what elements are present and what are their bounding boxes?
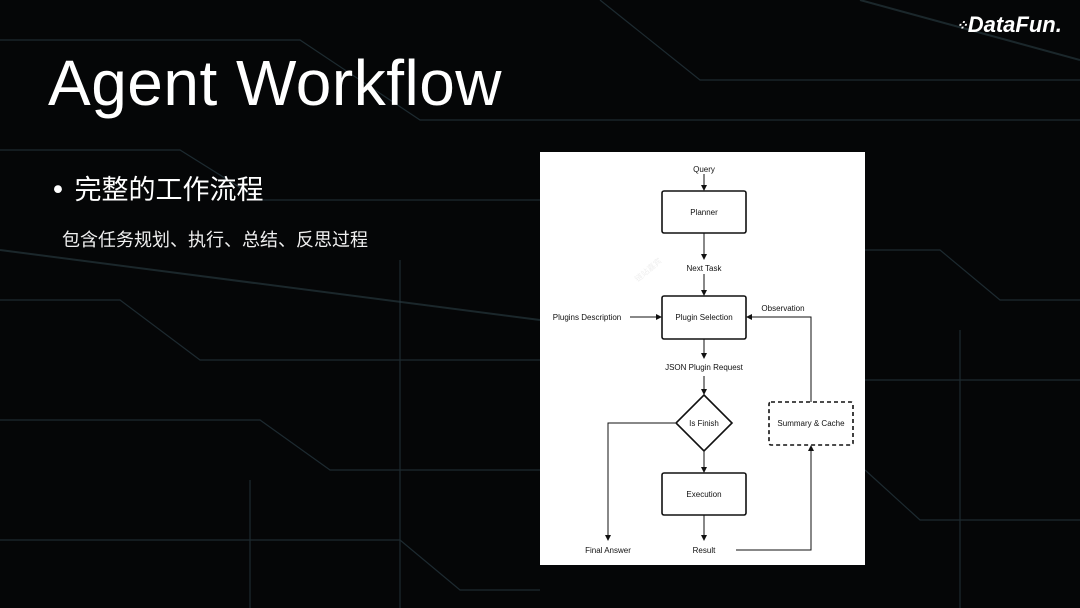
datafun-logo: ⁘DataFun.: [956, 12, 1062, 37]
summary-cache-label: Summary & Cache: [777, 419, 845, 428]
is-finish-label: Is Finish: [689, 419, 719, 428]
query-label: Query: [693, 165, 715, 174]
bullet-text: 完整的工作流程: [74, 175, 264, 206]
is-finish-decision: [674, 393, 734, 453]
slide-title: Agent Workflow: [48, 47, 502, 119]
execution-label: Execution: [686, 490, 721, 499]
final-answer-label: Final Answer: [585, 546, 631, 555]
watermark: 链站嘉宾: [633, 256, 664, 284]
workflow-diagram: 链站嘉宾 Query Planner Next Task Plugins Des…: [540, 152, 865, 565]
plugin-selection-label: Plugin Selection: [675, 313, 732, 322]
planner-node: [661, 190, 747, 234]
plugins-description-label: Plugins Description: [553, 313, 621, 322]
json-request-label: JSON Plugin Request: [665, 363, 744, 372]
bullet-point: • 完整的工作流程: [50, 175, 264, 206]
execution-node: [661, 472, 747, 516]
observation-label: Observation: [761, 304, 804, 313]
next-task-label: Next Task: [687, 264, 723, 273]
result-label: Result: [693, 546, 716, 555]
plugin-selection-node: [661, 295, 747, 340]
summary-cache-node: [768, 401, 854, 446]
subtitle: 包含任务规划、执行、总结、反思过程: [62, 230, 368, 251]
planner-label: Planner: [690, 208, 718, 217]
